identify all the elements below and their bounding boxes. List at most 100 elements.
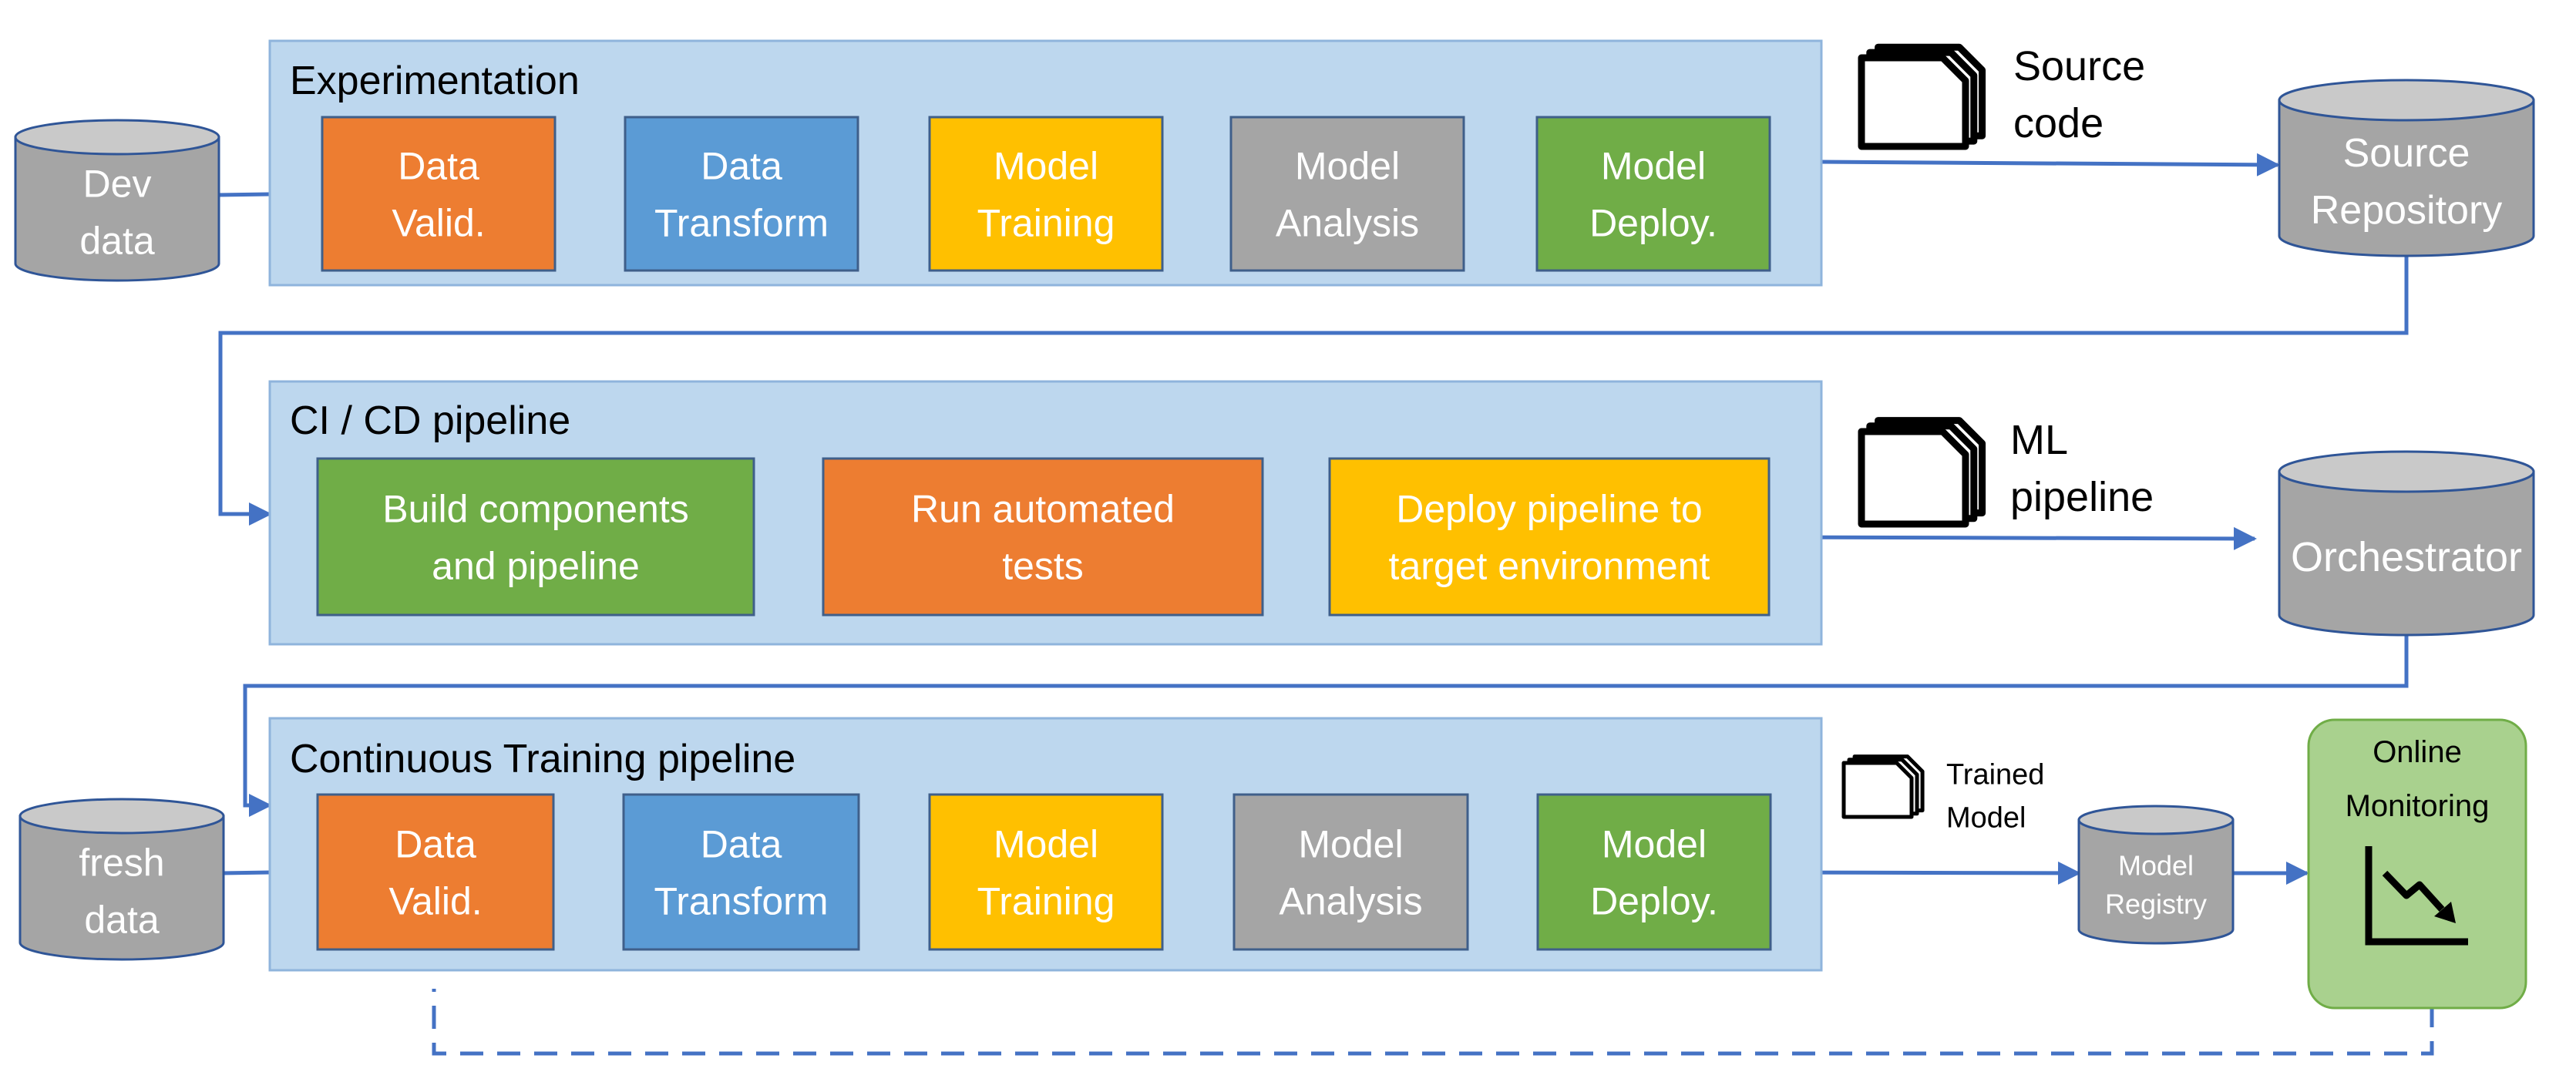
model-registry-store-body [2077, 818, 2235, 945]
continuous-training-panel: Continuous Training pipelineDataValid.Da… [268, 717, 1823, 972]
continuous-training-stage-model-training-box [928, 793, 1164, 951]
source-repo-to-cicd-connector [218, 245, 2409, 526]
experimentation-stage-model-analysis-box [1229, 116, 1465, 272]
source-repository-store-body [2278, 99, 2535, 257]
source-code-document-icon [1858, 43, 1986, 150]
chart-axes [2365, 846, 2468, 946]
experimentation-stage-data-transform-label-line-1: Data [701, 145, 782, 188]
cicd-stage-build-components-and-pipeline-box [316, 457, 755, 617]
experimentation-stage-model-training-label-line-1: Model [994, 145, 1098, 188]
exp-to-source-repo-arrow [1820, 153, 2280, 176]
cicd-stage-build-components-and-pipeline-label-line-2: and pipeline [432, 545, 640, 588]
source-code-label-line-1: Source [2013, 43, 2145, 89]
experimentation-stage-data-valid-box [321, 116, 557, 272]
dev-data-store-label-line-2: data [79, 220, 155, 263]
source-repository-store-label-line-1: Source [2343, 131, 2470, 176]
cicd-stage-run-automated-tests-label-line-2: tests [1002, 545, 1084, 588]
source-repository-store-label-line-2: Repository [2311, 188, 2503, 233]
continuous-training-stage-data-transform-label-line-2: Transform [654, 880, 829, 923]
dev-data-store-body [14, 136, 220, 282]
model-registry-store-label-line-2: Registry [2105, 889, 2207, 920]
orchestrator-store-label-line-1: Orchestrator [2291, 534, 2522, 580]
trained-model-label-line-1: Trained [1946, 758, 2044, 791]
experimentation-stage-model-training-box [928, 116, 1164, 272]
cicd-stage-run-automated-tests[interactable]: Run automated tests [822, 457, 1264, 617]
continuous-training-stage-model-analysis-label-line-2: Analysis [1279, 880, 1422, 923]
fresh-data-store-top [18, 798, 225, 835]
continuous-training-stage-data-transform-box [622, 793, 860, 951]
source-repository-store-top [2278, 79, 2535, 122]
source-code-document-icon-page-3 [1858, 54, 1969, 150]
experimentation-stage-data-valid-label-line-1: Data [398, 145, 479, 188]
online-monitoring-label-line-2: Monitoring [2346, 789, 2490, 823]
continuous-training-panel-title: Continuous Training pipeline [290, 737, 795, 781]
orchestrator-to-ct-connector [243, 628, 2409, 817]
continuous-training-stage-data-valid-box [316, 793, 555, 951]
experimentation-stage-model-training-label-line-2: Training [977, 202, 1115, 245]
experimentation-stage-model-deploy-box [1535, 116, 1771, 272]
fresh-data-store-label-line-1: fresh [79, 842, 164, 885]
cicd-to-orchestrator-arrow [1766, 526, 2257, 550]
model-registry-store-top [2077, 805, 2235, 835]
orchestrator-store: Orchestrator [2278, 450, 2535, 637]
experimentation-panel-title: Experimentation [290, 59, 580, 103]
experimentation-stage-model-deploy-label-line-2: Deploy. [1589, 202, 1717, 245]
dev-data-store: Dev data [14, 119, 220, 282]
continuous-training-stage-model-deploy-box [1536, 793, 1772, 951]
continuous-training-stage-model-analysis-box [1233, 793, 1469, 951]
trained-model-document-icon-page-3 [1841, 761, 1914, 819]
cicd-stage-deploy-pipeline-to-target-environment-box [1328, 457, 1771, 617]
orchestrator-store-body [2278, 470, 2535, 637]
chart-down-icon [2365, 846, 2468, 946]
monitoring-feedback-dashed-loop [432, 989, 2434, 1056]
continuous-training-stage-model-analysis-label-line-1: Model [1298, 823, 1403, 866]
experimentation-stage-model-analysis-label-line-1: Model [1295, 145, 1400, 188]
cicd-pipeline-panel-title: CI / CD pipeline [290, 398, 570, 443]
experimentation-stage-data-transform-box [624, 116, 859, 272]
continuous-training-stage-data-valid-label-line-2: Valid. [388, 880, 482, 923]
chart-down-arrowhead [2434, 902, 2456, 923]
dev-data-store-label-line-1: Dev [83, 163, 152, 206]
cicd-stage-deploy-pipeline-to-target-environment-label-line-2: target environment [1389, 545, 1710, 588]
fresh-data-store-body [18, 815, 225, 961]
model-registry-store-label-line-1: Model [2118, 850, 2194, 882]
chart-down-trend-line [2382, 870, 2445, 912]
cicd-stage-deploy-pipeline-to-target-environment-label-line-1: Deploy pipeline to [1396, 488, 1703, 531]
dev-data-store-top [14, 119, 220, 156]
trained-model-label-line-2: Model [1946, 801, 2026, 834]
continuous-training-stage-model-training-label-line-1: Model [994, 823, 1098, 866]
connectors [217, 153, 2434, 1056]
cicd-stage-build-components-and-pipeline-label-line-1: Build components [382, 488, 688, 531]
online-monitoring-label-line-1: Online [2373, 735, 2462, 769]
continuous-training-stage-data-transform-label-line-1: Data [701, 823, 782, 866]
continuous-training-stage-model-training-label-line-2: Training [977, 880, 1115, 923]
cicd-stage-build-components-and-pipeline[interactable]: Build components and pipeline [316, 457, 755, 617]
trained-model-document-icon [1841, 754, 1925, 819]
continuous-training-stage-data-valid-label-line-1: Data [395, 823, 476, 866]
continuous-training-stage-model-deploy-label-line-1: Model [1602, 823, 1707, 866]
cicd-stage-run-automated-tests-label-line-1: Run automated [911, 488, 1175, 531]
orchestrator-store-top [2278, 450, 2535, 493]
cicd-stage-deploy-pipeline-to-target-environment[interactable]: Deploy pipeline to target environment [1328, 457, 1771, 617]
cicd-stage-run-automated-tests-box [822, 457, 1264, 617]
experimentation-stage-model-analysis-label-line-2: Analysis [1276, 202, 1419, 245]
ml-pipeline-document-icon-page-3 [1858, 428, 1969, 528]
ml-pipeline-document-icon [1858, 417, 1986, 528]
online-monitoring-background [2307, 718, 2527, 1010]
